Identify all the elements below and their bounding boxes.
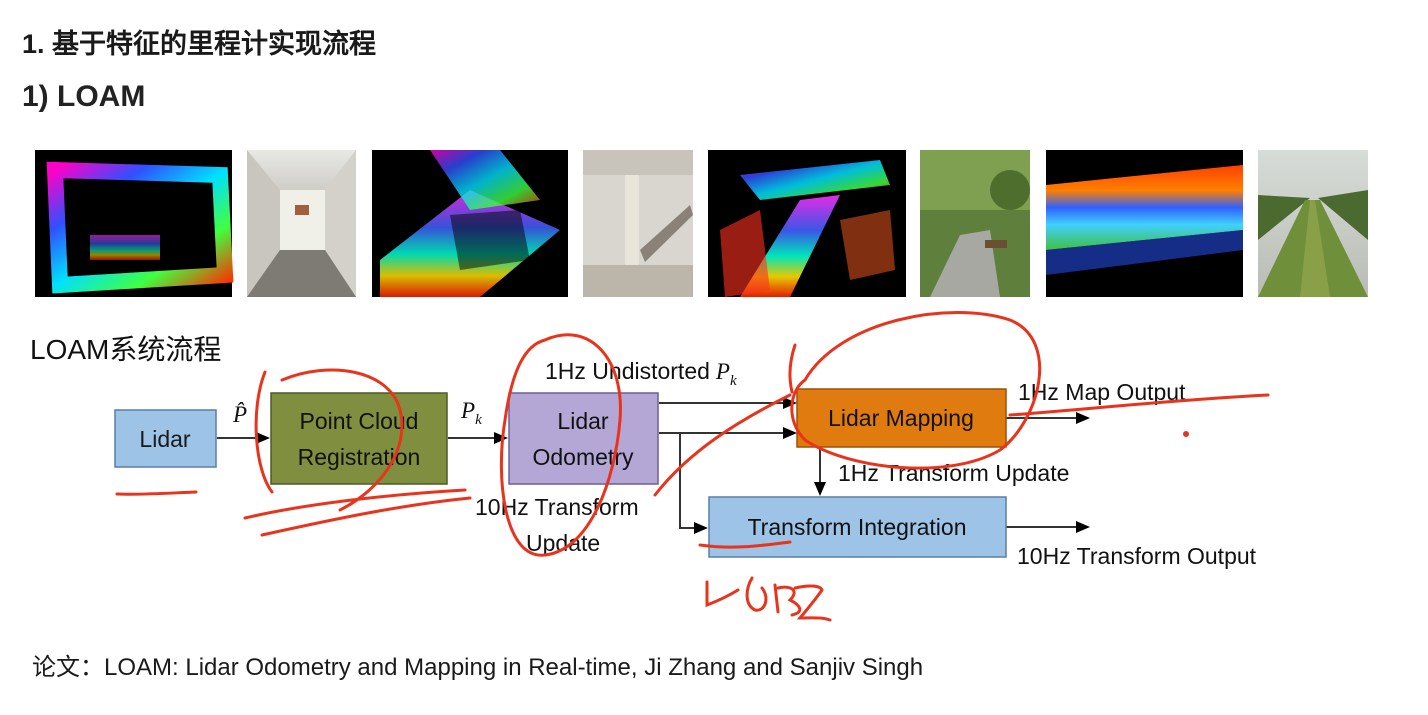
thumbnail-orchard-photo [1258, 150, 1368, 297]
node-lidar: Lidar [114, 409, 217, 468]
annotation-mapping-circle [788, 311, 1042, 470]
node-registration-label-1: Point Cloud [300, 408, 419, 434]
thumbnail-atrium-photo [583, 150, 693, 297]
section-label: LOAM系统流程 [30, 334, 222, 365]
slide-title: 1. 基于特征的里程计实现流程 [22, 29, 377, 59]
annotation-odometry-loop [499, 333, 622, 557]
thumbnail-strip [35, 150, 1368, 297]
annotation-odometry-to-mapping [653, 393, 792, 549]
node-registration-label-2: Registration [298, 444, 421, 470]
annotation-underline-lidar [115, 490, 198, 496]
label-10hz-transform-update-1: 10Hz Transform [475, 494, 639, 520]
node-odometry-label-2: Odometry [533, 444, 634, 470]
thumbnail-corridor-photo [247, 150, 356, 297]
annotation-registration-scribble [243, 368, 472, 537]
thumbnail-pointcloud-3d [372, 150, 568, 297]
thumbnail-pointcloud-orchard [1046, 150, 1243, 297]
slide-subtitle: 1) LOAM [22, 80, 146, 113]
thumbnail-pointcloud-path [708, 150, 906, 297]
label-10hz-transform-update-2: Update [526, 530, 600, 556]
node-lidar-mapping: Lidar Mapping [796, 388, 1007, 448]
label-transform-output: 10Hz Transform Output [1017, 543, 1257, 569]
node-lidar-label: Lidar [139, 426, 190, 452]
thumbnail-park-photo [920, 150, 1030, 297]
paper-reference: 论文：LOAM: Lidar Odometry and Mapping in R… [32, 654, 924, 681]
annotation-10hz-handwriting [705, 576, 832, 622]
label-map-output: 1Hz Map Output [1018, 379, 1186, 405]
edge-odometry-to-integration [679, 433, 708, 534]
handwritten-annotations [115, 311, 1270, 622]
node-integration-label: Transform Integration [747, 514, 966, 540]
node-odometry-label-1: Lidar [557, 408, 608, 434]
edge-labels: P̂ Pk [232, 398, 482, 428]
node-transform-integration: Transform Integration [708, 496, 1007, 558]
label-p-k: Pk [460, 398, 482, 428]
thumbnail-pointcloud-building [35, 150, 234, 297]
node-lidar-odometry: Lidar Odometry [508, 392, 659, 485]
node-point-cloud-registration: Point Cloud Registration [270, 392, 448, 485]
label-p-hat: P̂ [232, 401, 247, 427]
node-mapping-label: Lidar Mapping [828, 405, 974, 431]
annotation-dot [1183, 431, 1189, 437]
annotation-map-output-line [1008, 393, 1270, 417]
